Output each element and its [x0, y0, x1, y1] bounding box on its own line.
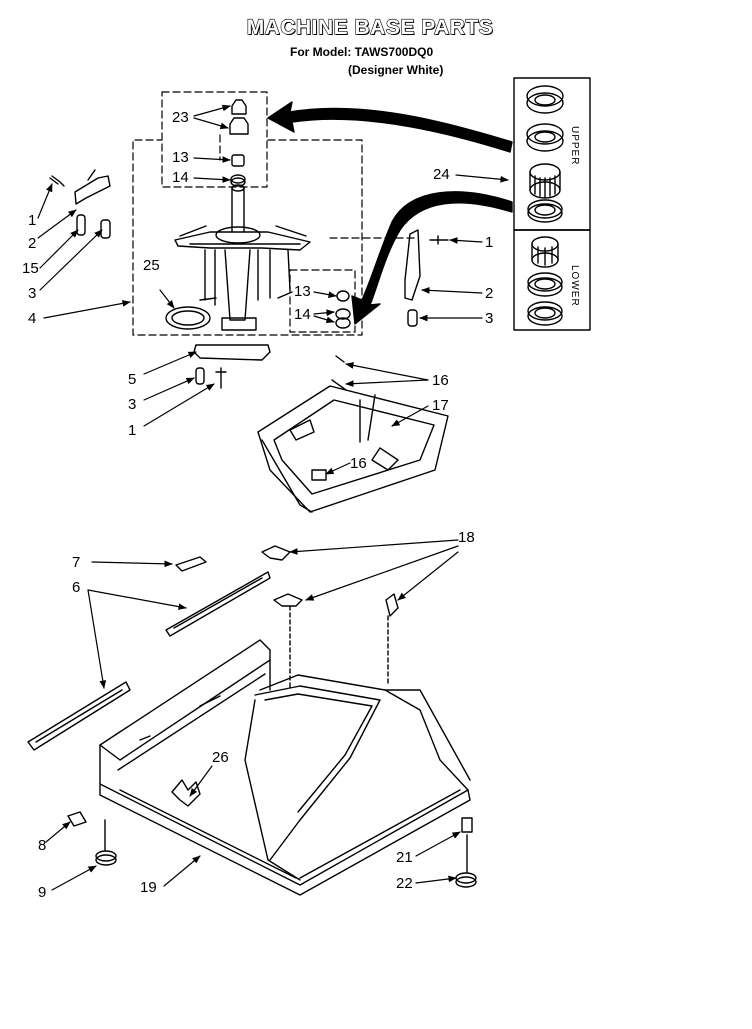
callout-2-right: 2 — [485, 285, 494, 302]
callout-17: 17 — [432, 397, 449, 414]
lower-seal-2 — [527, 301, 563, 326]
callout-9: 9 — [38, 884, 47, 901]
upper-kit-arrow — [267, 101, 513, 153]
part-6-rails — [27, 571, 271, 751]
right-bracket-parts — [404, 229, 449, 327]
callout-19: 19 — [140, 879, 157, 896]
left-bracket-parts — [49, 169, 111, 239]
callout-3-right: 3 — [485, 310, 494, 327]
callout-26: 26 — [212, 749, 229, 766]
part-7-pin — [175, 556, 207, 572]
callout-23: 23 — [172, 109, 189, 126]
upper-gear — [529, 163, 561, 199]
callout-4: 4 — [28, 310, 37, 327]
callout-16-lower: 16 — [350, 455, 367, 472]
callout-1-lower: 1 — [128, 422, 137, 439]
part-8-9-leg — [67, 811, 117, 866]
lower-kit-arrow — [351, 191, 513, 325]
callout-13: 13 — [172, 149, 189, 166]
upper-seal-1 — [526, 85, 564, 114]
lower-gear — [531, 236, 559, 268]
callout-15: 15 — [22, 260, 39, 277]
callout-24: 24 — [433, 166, 450, 183]
callout-3: 3 — [28, 285, 37, 302]
kit-arrows — [267, 101, 513, 325]
callout-1-right: 1 — [485, 234, 494, 251]
upper-seal-2 — [526, 123, 564, 152]
callout-8: 8 — [38, 837, 47, 854]
transmission-assembly — [174, 184, 311, 331]
callout-14-right: 14 — [294, 306, 311, 323]
callout-2: 2 — [28, 235, 37, 252]
lower-kit-frame — [513, 229, 591, 331]
callout-21: 21 — [396, 849, 413, 866]
callout-3-lower: 3 — [128, 396, 137, 413]
callout-18: 18 — [458, 529, 475, 546]
callout-14: 14 — [172, 169, 189, 186]
callout-22: 22 — [396, 875, 413, 892]
callout-6: 6 — [72, 579, 81, 596]
color-variant: (Designer White) — [348, 63, 444, 77]
upper-kit-label: UPPER — [569, 126, 580, 166]
lower-seal-1 — [527, 272, 563, 297]
part-18-clips — [261, 545, 399, 691]
callout-25: 25 — [143, 257, 160, 274]
lower-kit-label: LOWER — [569, 265, 580, 307]
callout-5: 5 — [128, 371, 137, 388]
box-parts-13-14-right — [289, 269, 356, 333]
callout-1: 1 — [28, 212, 37, 229]
seal-kit-box — [513, 77, 591, 331]
part-17-plate — [257, 355, 449, 513]
lower-bracket-parts — [193, 344, 271, 389]
part-13-14-right — [335, 290, 351, 329]
upper-seal-3 — [527, 199, 563, 223]
callout-13-right: 13 — [294, 283, 311, 300]
part-23-caps — [229, 99, 249, 135]
part-21-22-leg — [455, 817, 477, 888]
dashed-group-boxes — [132, 91, 417, 336]
part-25-ring — [165, 306, 211, 330]
part-26-clip — [171, 779, 201, 807]
box-agitator-assembly — [132, 139, 363, 336]
part-19-base-frame — [99, 639, 471, 896]
leader-lines — [37, 104, 509, 891]
callout-16: 16 — [432, 372, 449, 389]
page-title: MACHINE BASE PARTS — [246, 15, 494, 39]
callout-7: 7 — [72, 554, 81, 571]
part-13-14-left — [230, 154, 246, 187]
model-number: For Model: TAWS700DQ0 — [290, 45, 434, 59]
